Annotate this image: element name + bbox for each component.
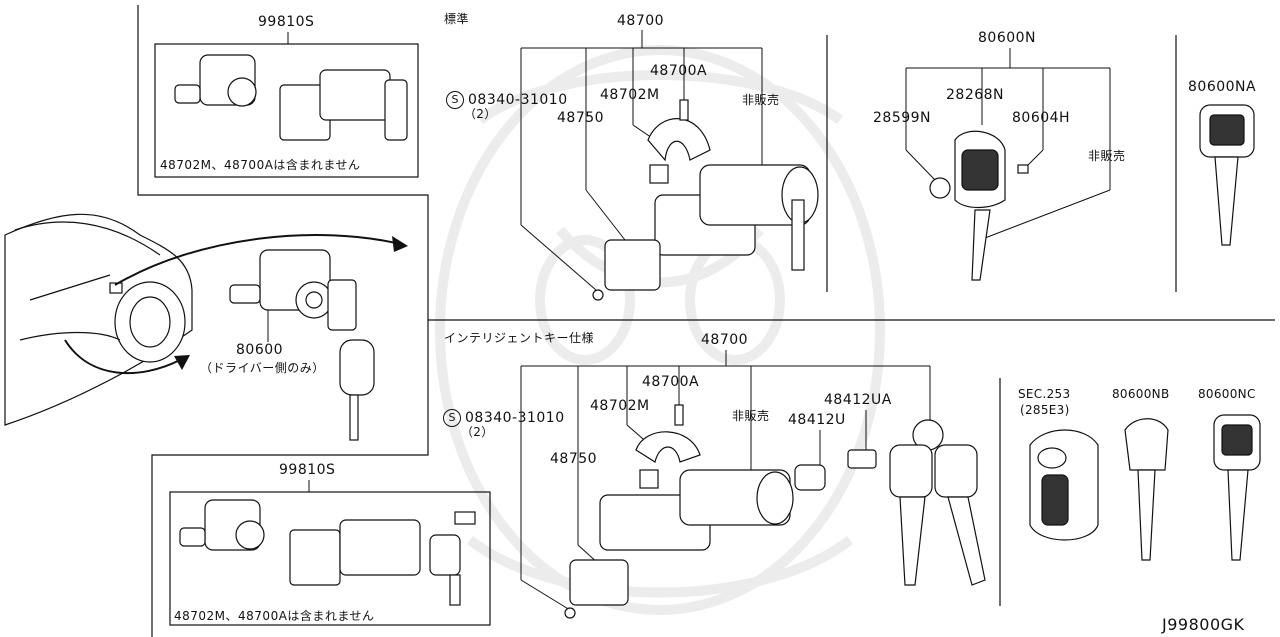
label-bottom-box-part: 99810S xyxy=(279,462,336,478)
label-std-48700A: 48700A xyxy=(650,63,708,79)
label-intel-48702M: 48702M xyxy=(590,398,650,414)
label-intel-heading: インテリジェントキー仕様 xyxy=(444,331,595,345)
label-intel-48750: 48750 xyxy=(550,451,598,467)
label-intel-48700A: 48700A xyxy=(642,374,700,390)
arrow-heads xyxy=(174,236,408,370)
remote-key-80600N xyxy=(929,130,1029,281)
intel-key-pair xyxy=(889,419,986,586)
label-sec-ref: (285E3) xyxy=(1020,403,1070,417)
key-80600NB xyxy=(1124,418,1169,561)
label-key-80600N: 80600N xyxy=(978,30,1037,46)
door-lock-cylinder xyxy=(229,249,375,441)
leader-lines xyxy=(263,30,1111,611)
label-intel-nonsale: 非販売 xyxy=(732,409,770,423)
diagram-code: J99800GK xyxy=(1162,615,1245,634)
intel-steering-lock xyxy=(564,404,877,619)
watermark-emblem xyxy=(435,45,885,615)
label-intel-screw-qty: （2） xyxy=(461,425,494,439)
label-key-nonsale: 非販売 xyxy=(1088,149,1126,163)
label-driver-note: （ドライバー側のみ） xyxy=(200,361,325,375)
frame-lines xyxy=(137,5,1275,637)
label-sec: SEC.253 xyxy=(1018,387,1071,401)
component-boxes xyxy=(154,43,491,626)
label-key-80604H: 80604H xyxy=(1012,110,1071,126)
s-mark-icon: S xyxy=(443,409,461,427)
key-80600NA xyxy=(1199,104,1255,246)
label-key-28268N: 28268N xyxy=(946,87,1005,103)
s-mark-icon: S xyxy=(446,91,464,109)
lock-set-bottom xyxy=(179,499,476,606)
label-intel-48700: 48700 xyxy=(701,332,749,348)
label-std-48700: 48700 xyxy=(617,13,665,29)
label-top-box-part: 99810S xyxy=(258,14,315,30)
car-illustration xyxy=(4,213,193,426)
label-std-screw-qty: （2） xyxy=(464,107,497,121)
label-std-48750: 48750 xyxy=(557,110,605,126)
arrows xyxy=(64,234,401,375)
std-steering-lock xyxy=(592,99,819,301)
label-key-80600NA: 80600NA xyxy=(1188,79,1257,95)
label-key-80600NC: 80600NC xyxy=(1198,387,1256,401)
label-intel-48412U: 48412U xyxy=(788,412,846,428)
key-80600NC xyxy=(1213,414,1261,561)
label-driver-part: 80600 xyxy=(236,342,284,358)
label-key-80600NB: 80600NB xyxy=(1112,387,1170,401)
label-std-screw: 08340-31010 xyxy=(468,92,568,108)
label-std-heading: 標準 xyxy=(444,12,470,26)
label-intel-screw: 08340-31010 xyxy=(465,410,565,426)
lock-set-top xyxy=(174,54,408,141)
label-bottom-box-note: 48702M、48700Aは含まれません xyxy=(174,609,375,623)
label-key-28599N: 28599N xyxy=(873,110,932,126)
label-std-48702M: 48702M xyxy=(600,87,660,103)
label-top-box-note: 48702M、48700Aは含まれません xyxy=(160,158,361,172)
label-intel-48412UA: 48412UA xyxy=(824,392,892,408)
label-std-nonsale: 非販売 xyxy=(742,93,780,107)
intelligent-key-fob xyxy=(1029,429,1099,541)
